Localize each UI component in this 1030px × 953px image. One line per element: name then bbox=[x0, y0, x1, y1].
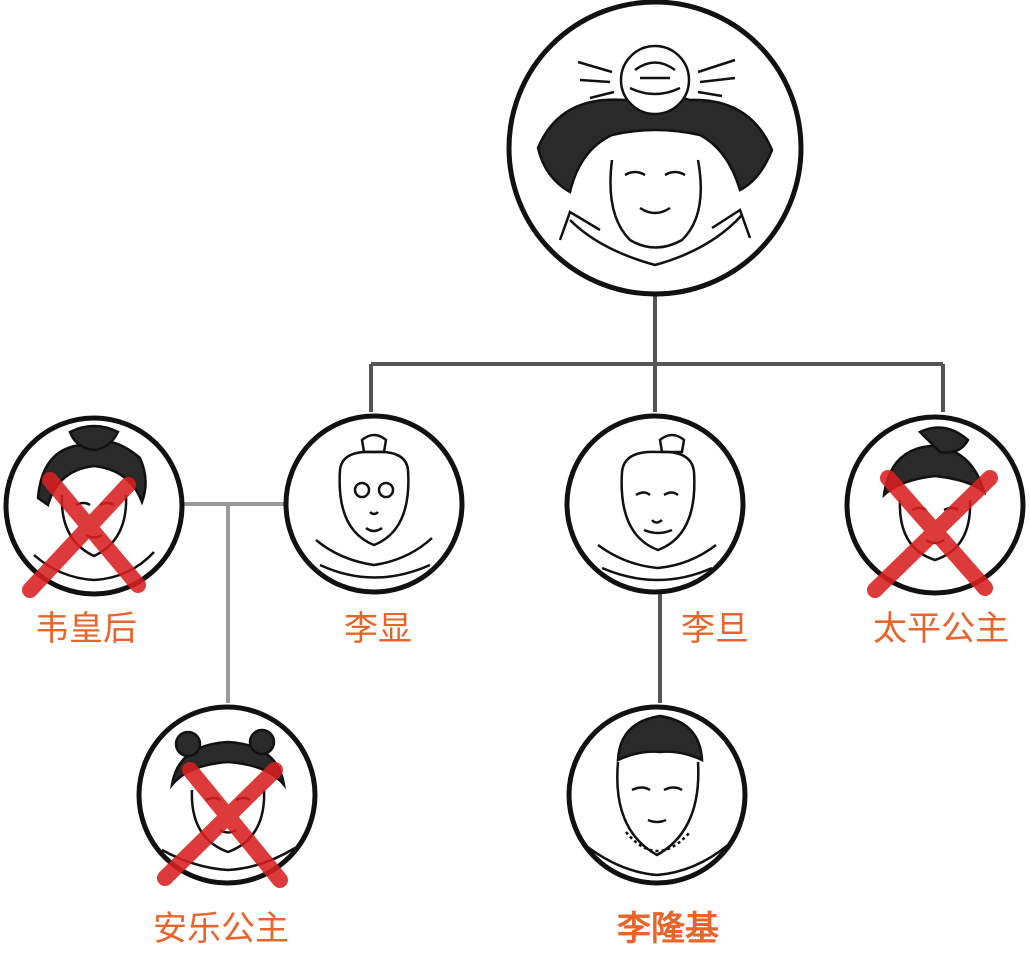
cross-mark-icon bbox=[157, 762, 288, 888]
man-portrait-icon bbox=[597, 433, 717, 582]
cross-mark-icon bbox=[22, 472, 146, 598]
portrait-wei-huanghou bbox=[3, 415, 185, 598]
portrait-li-dan bbox=[564, 413, 746, 595]
label-wei-huanghou: 韦皇后 bbox=[35, 609, 137, 649]
portrait-anle-gongzhu bbox=[136, 704, 318, 888]
emperor-portrait-icon bbox=[584, 714, 729, 877]
portrait-wu-zetian bbox=[506, 0, 804, 297]
label-taiping-gongzhu: 太平公主 bbox=[873, 609, 1009, 649]
label-li-dan: 李旦 bbox=[681, 609, 749, 649]
portrait-li-xian bbox=[283, 413, 465, 595]
label-li-longji: 李隆基 bbox=[617, 909, 719, 949]
connector-lines bbox=[182, 292, 945, 703]
label-li-xian: 李显 bbox=[344, 609, 412, 649]
empress-portrait-icon bbox=[536, 44, 774, 267]
cross-mark-icon bbox=[867, 470, 998, 598]
label-anle-gongzhu: 安乐公主 bbox=[153, 909, 289, 949]
portrait-li-longji bbox=[566, 704, 748, 886]
portrait-taiping-gongzhu bbox=[844, 414, 1026, 598]
man-portrait-icon bbox=[315, 433, 433, 579]
